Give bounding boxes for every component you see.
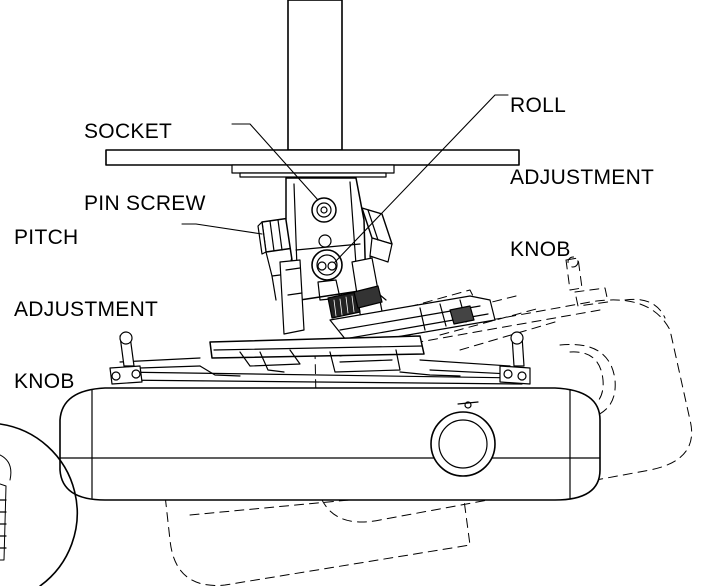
- roll-knob: [312, 235, 342, 300]
- leader-lines: [182, 95, 508, 262]
- label-line: ADJUSTMENT: [510, 166, 655, 189]
- label-line: PITCH: [14, 226, 79, 249]
- left-hook: [110, 332, 142, 384]
- leader-pitch-knob: [182, 224, 262, 234]
- label-line: KNOB: [510, 238, 571, 261]
- label-line: KNOB: [14, 370, 75, 393]
- label-roll-adjustment-knob: ROLL ADJUSTMENT KNOB: [510, 46, 654, 310]
- leader-socket-pin-screw: [232, 124, 318, 200]
- label-line: ADJUSTMENT: [14, 298, 159, 321]
- mounting-plate: [106, 150, 519, 177]
- detail-callout-circle: [0, 424, 77, 586]
- right-hook: [500, 332, 530, 384]
- label-pitch-adjustment-knob: PITCH ADJUSTMENT KNOB: [14, 178, 158, 442]
- label-socket-pin-screw: SOCKET PIN SCREW: [84, 72, 206, 264]
- label-line: SOCKET: [84, 120, 173, 143]
- pitch-knob-right: [362, 208, 392, 300]
- projector-lens: [431, 402, 495, 476]
- leader-roll-knob: [335, 95, 508, 262]
- socket-pin-screw: [312, 198, 336, 222]
- locking-gear: [328, 286, 382, 318]
- label-line: ROLL: [510, 94, 567, 117]
- tilt-arm: [330, 296, 495, 345]
- label-line: PIN SCREW: [84, 192, 206, 215]
- ceiling-pole: [288, 0, 342, 150]
- base-bracket: [116, 336, 522, 384]
